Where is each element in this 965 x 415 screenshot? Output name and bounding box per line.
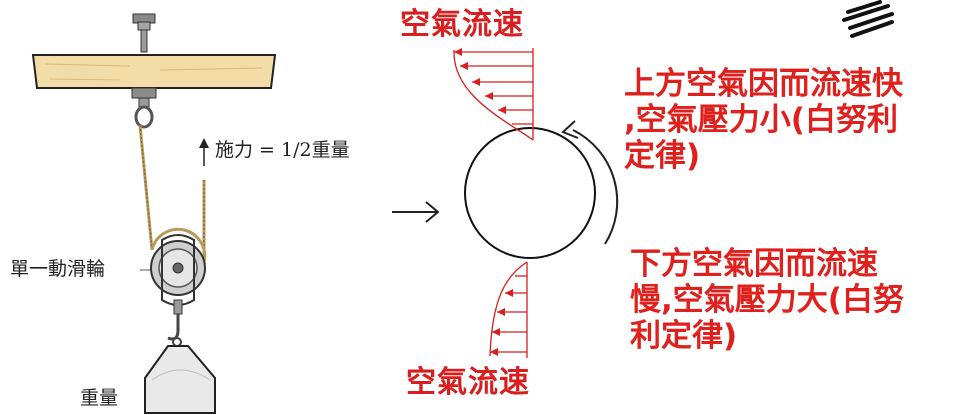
wooden-beam [31, 54, 277, 89]
ceiling-hook [132, 13, 156, 53]
weight-block [144, 345, 216, 414]
bottom-airflow-note: 下方空氣因而流速 慢,空氣壓力大(白努 利定律) [630, 246, 904, 354]
rotating-cylinder [464, 127, 596, 259]
scribble-mark [842, 0, 894, 38]
weight-label: 重量 [80, 387, 119, 409]
bottom-velocity-profile [489, 261, 528, 358]
beam-anchor [131, 87, 157, 129]
top-velocity-profile [453, 48, 534, 141]
force-arrow [199, 138, 209, 166]
pulley-label: 單一動滑輪 [10, 258, 106, 280]
airflow-diagram [392, 48, 619, 358]
rotation-arrow [561, 120, 619, 245]
pulley-diagram [31, 13, 277, 414]
incoming-flow-arrow [392, 201, 440, 223]
bottom-airflow-title: 空氣流速 [406, 365, 530, 400]
top-airflow-title: 空氣流速 [400, 7, 524, 42]
pulley-wheel [150, 227, 207, 315]
force-label: 施力 = 1/2重量 [215, 139, 350, 161]
top-airflow-note: 上方空氣因而流速快 ,空氣壓力小(白努利 定律) [624, 66, 903, 174]
load-hook [167, 314, 182, 347]
